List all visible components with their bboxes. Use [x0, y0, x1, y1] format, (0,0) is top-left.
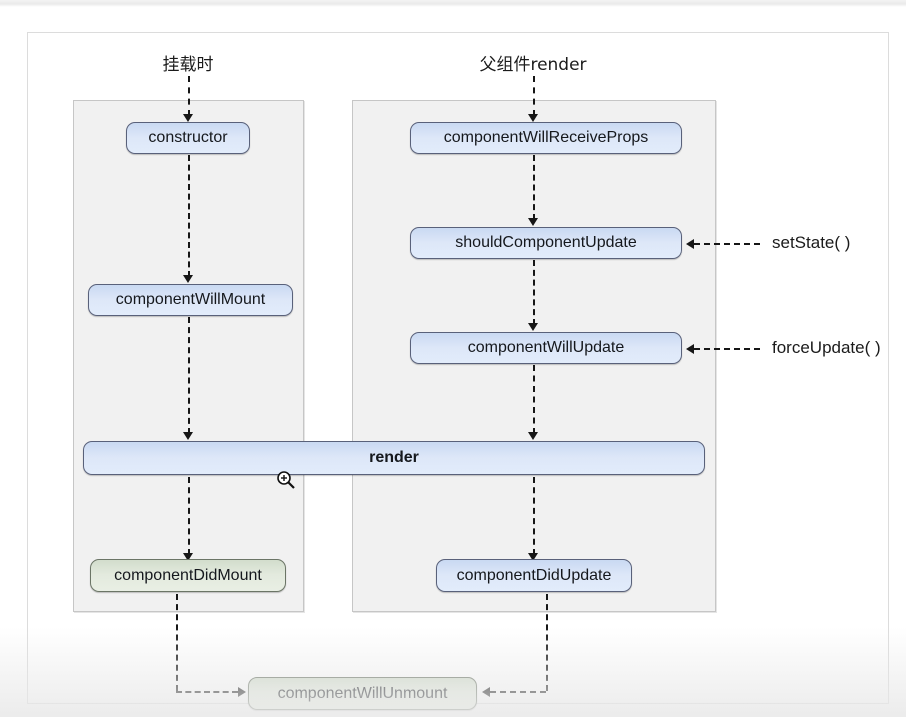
window-top-strip: [0, 0, 906, 7]
connector-did-update-to-unmount-horizontal: [490, 691, 546, 693]
node-component-will-unmount[interactable]: componentWillUnmount: [248, 677, 477, 710]
phase-label-update: 父组件render: [479, 55, 587, 75]
connector-force-update: [694, 348, 760, 350]
connector-did-mount-to-unmount-vertical: [176, 594, 178, 691]
arrowhead-unmount-left: [238, 687, 246, 697]
node-render[interactable]: render: [83, 441, 705, 475]
trigger-label-force-update: forceUpdate( ): [772, 338, 881, 357]
connector-mount-entry: [188, 76, 190, 116]
phase-label-mount: 挂载时: [162, 55, 214, 75]
connector-render-to-did-update: [533, 477, 535, 555]
arrowhead-render-left: [183, 432, 193, 440]
connector-render-to-did-mount: [188, 477, 190, 555]
node-should-component-update[interactable]: shouldComponentUpdate: [410, 227, 682, 259]
node-component-did-mount[interactable]: componentDidMount: [90, 559, 286, 592]
node-constructor[interactable]: constructor: [126, 122, 250, 154]
node-component-did-update[interactable]: componentDidUpdate: [436, 559, 632, 592]
arrowhead-unmount-right: [482, 687, 490, 697]
connector-constructor-to-will-mount: [188, 155, 190, 277]
arrowhead-did-mount: [183, 553, 193, 561]
arrowhead-force-update: [686, 344, 694, 354]
node-component-will-mount[interactable]: componentWillMount: [88, 284, 293, 316]
trigger-label-set-state: setState( ): [772, 233, 851, 252]
connector-did-mount-to-unmount-horizontal: [176, 691, 238, 693]
magnifier-zoom-in-icon: [276, 470, 296, 490]
arrowhead-mount-entry: [183, 114, 193, 122]
connector-set-state: [694, 243, 760, 245]
arrowhead-will-mount: [183, 275, 193, 283]
connector-scu-to-cwu: [533, 260, 535, 325]
arrowhead-update-entry: [528, 114, 538, 122]
connector-did-update-to-unmount-vertical: [546, 594, 548, 691]
node-component-will-receive-props[interactable]: componentWillReceiveProps: [410, 122, 682, 154]
arrowhead-render-right: [528, 432, 538, 440]
connector-cwu-to-render: [533, 365, 535, 434]
node-component-will-update[interactable]: componentWillUpdate: [410, 332, 682, 364]
connector-wrp-to-scu: [533, 155, 535, 220]
arrowhead-did-update: [528, 553, 538, 561]
connector-will-mount-to-render: [188, 317, 190, 434]
connector-update-entry: [533, 76, 535, 116]
arrowhead-set-state: [686, 239, 694, 249]
arrowhead-scu: [528, 218, 538, 226]
arrowhead-cwu: [528, 323, 538, 331]
